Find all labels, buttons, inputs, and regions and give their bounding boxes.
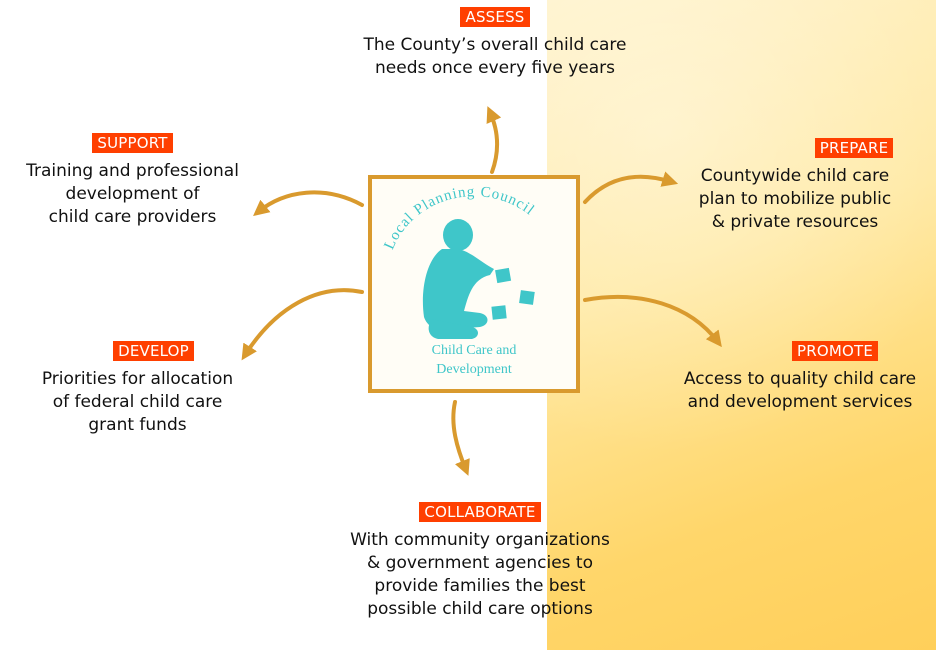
logo-local-planning-council: Local Planning Council Child Care and De…: [368, 175, 580, 393]
tag-prepare: PREPARE: [814, 138, 894, 158]
node-prepare: PREPARE Countywide child care plan to mo…: [670, 138, 920, 234]
arrow-assess: [486, 106, 502, 174]
desc-line: needs once every five years: [375, 58, 615, 78]
desc-line: Countywide child care: [700, 166, 890, 186]
tag-support: SUPPORT: [92, 133, 173, 153]
logo-graphic: Local Planning Council: [381, 184, 537, 339]
logo-line2: Development: [436, 362, 512, 377]
logo-line1: Child Care and: [431, 343, 517, 358]
tag-assess: ASSESS: [460, 7, 530, 27]
background-gradient-panel: [547, 0, 936, 650]
desc-line: grant funds: [88, 415, 187, 435]
node-collaborate: COLLABORATE With community organizations…: [305, 502, 655, 621]
desc-line: Training and professional: [26, 161, 239, 181]
node-support: SUPPORT Training and professional develo…: [0, 133, 265, 229]
tag-collaborate: COLLABORATE: [419, 502, 541, 522]
desc-support: Training and professional development of…: [0, 160, 265, 229]
desc-line: & government agencies to: [367, 553, 593, 573]
desc-line: & private resources: [711, 212, 879, 232]
node-promote: PROMOTE Access to quality child care and…: [664, 341, 936, 414]
desc-line: Priorities for allocation: [41, 369, 234, 389]
desc-line: development of: [65, 184, 200, 204]
desc-line: With community organizations: [350, 530, 610, 550]
arrow-promote: [583, 295, 722, 348]
tag-develop: DEVELOP: [113, 341, 194, 361]
desc-line: child care providers: [48, 207, 217, 227]
desc-prepare: Countywide child care plan to mobilize p…: [670, 165, 920, 234]
desc-collaborate: With community organizations & governmen…: [305, 529, 655, 621]
child-silhouette-icon: [422, 219, 535, 339]
tag-promote: PROMOTE: [791, 341, 879, 361]
node-assess: ASSESS The County’s overall child care n…: [320, 7, 670, 80]
arrow-collaborate: [451, 400, 470, 476]
desc-develop: Priorities for allocation of federal chi…: [5, 368, 270, 437]
arrow-support: [253, 190, 364, 217]
desc-line: and development services: [687, 392, 913, 412]
desc-line: plan to mobilize public: [698, 189, 892, 209]
desc-line: provide families the best: [374, 576, 586, 596]
arrow-prepare: [583, 171, 679, 204]
desc-line: The County’s overall child care: [363, 35, 627, 55]
desc-line: of federal child care: [52, 392, 223, 412]
desc-assess: The County’s overall child care needs on…: [320, 34, 670, 80]
node-develop: DEVELOP Priorities for allocation of fed…: [5, 341, 270, 437]
arrow-develop: [241, 288, 364, 361]
desc-line: Access to quality child care: [683, 369, 917, 389]
desc-line: possible child care options: [367, 599, 593, 619]
desc-promote: Access to quality child care and develop…: [664, 368, 936, 414]
